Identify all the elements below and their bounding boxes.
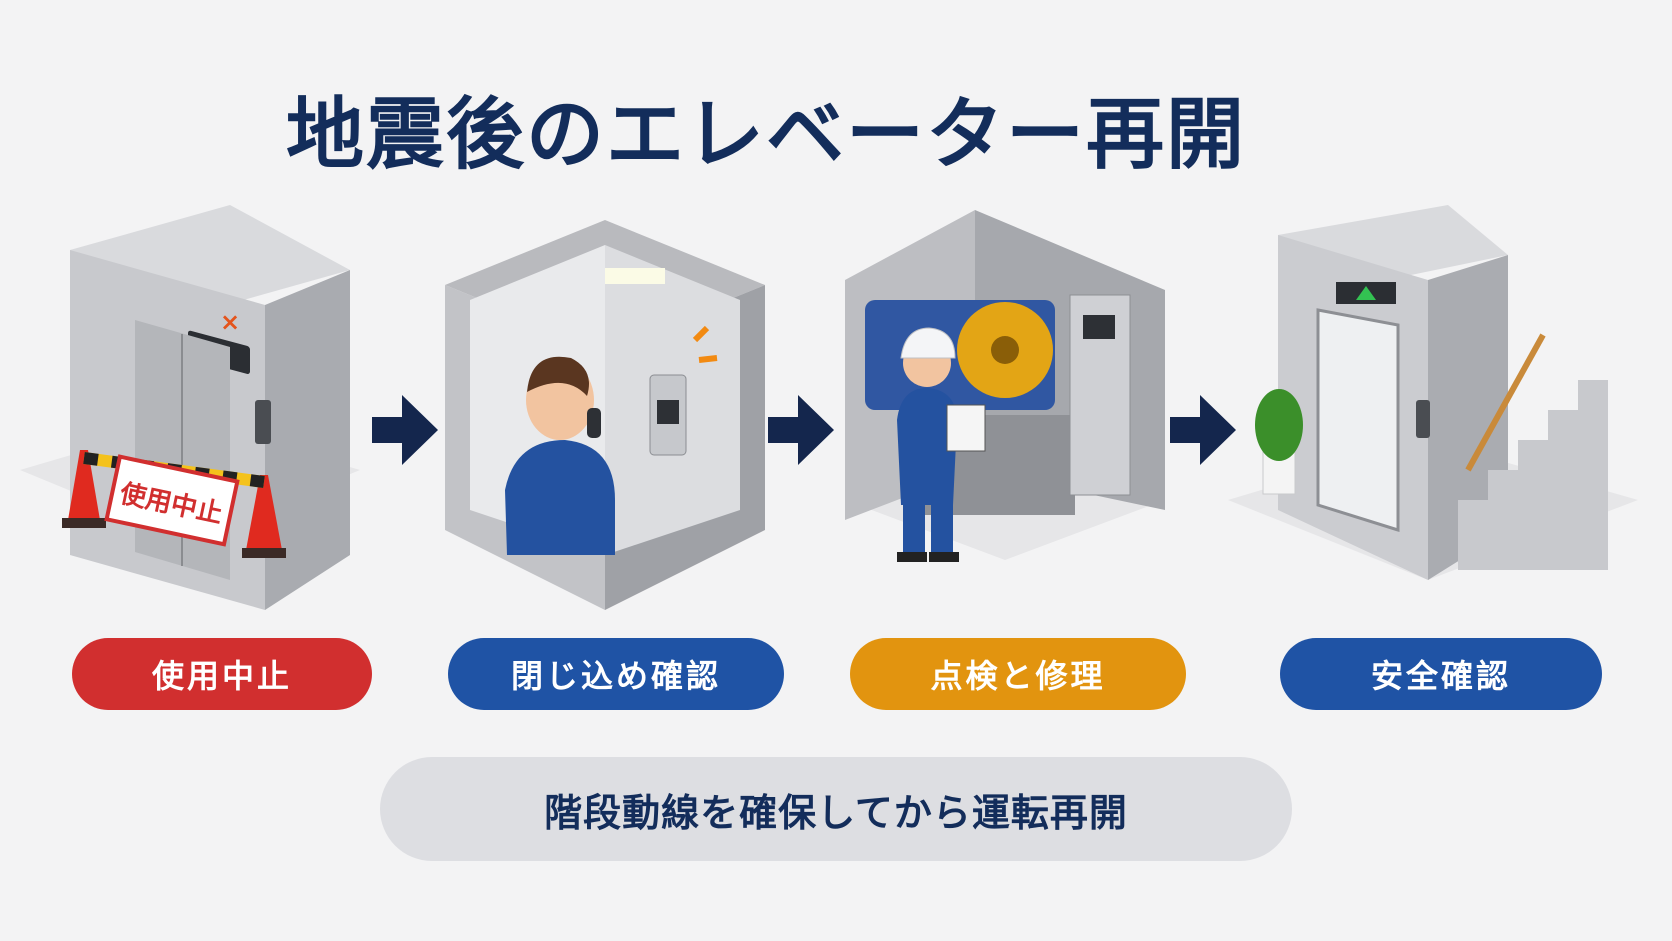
- out-of-service-illustration: × 使用中止: [20, 205, 360, 610]
- arrow-right-icon: [1170, 395, 1236, 465]
- inspection-repair-illustration: [845, 210, 1165, 562]
- safety-confirmation-illustration: [1228, 205, 1638, 580]
- step-label-stop-use: 使用中止: [72, 638, 372, 710]
- step-label-entrapment-check: 閉じ込め確認: [448, 638, 784, 710]
- arrow-right-icon: [768, 395, 834, 465]
- page-title: 地震後のエレベーター再開: [285, 90, 1246, 180]
- step-label-inspection-repair: 点検と修理: [850, 638, 1186, 710]
- footer-note: 階段動線を確保してから運転再開: [380, 757, 1292, 861]
- entrapment-check-illustration: [445, 220, 765, 610]
- svg-text:×: ×: [220, 308, 240, 336]
- arrow-right-icon: [372, 395, 438, 465]
- step-label-safety-check: 安全確認: [1280, 638, 1602, 710]
